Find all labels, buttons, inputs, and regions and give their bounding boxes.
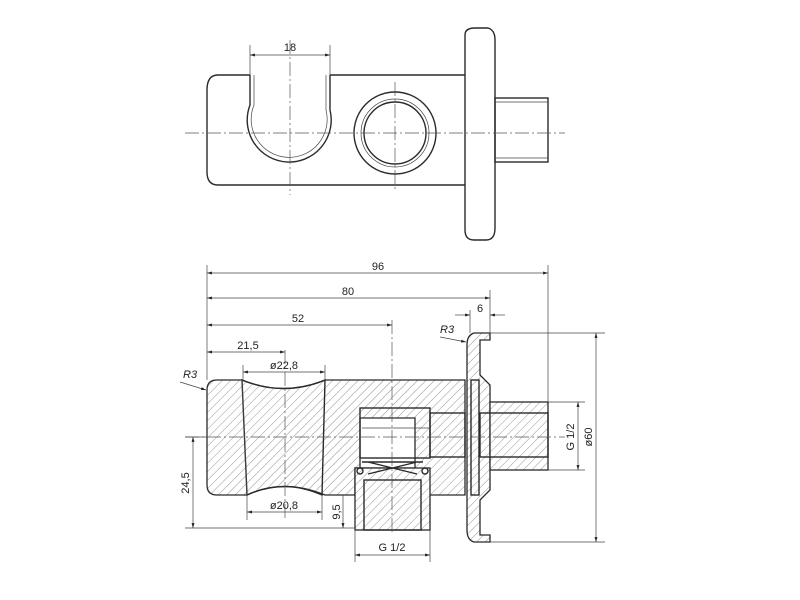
wall-plate	[464, 27, 496, 241]
dim-total-length: 96	[372, 261, 384, 273]
dim-to-holder-axis: 21,5	[237, 340, 258, 352]
dim-outlet-depth: 9,5	[331, 504, 343, 519]
radius-body: R3	[183, 369, 198, 381]
top-view: 18	[185, 27, 565, 241]
section-view: 96 80 6 R3 52 21,5 ø22,8 R3 24,5 ø20,8 9…	[179, 261, 605, 562]
dim-plate-thickness: 6	[477, 303, 483, 315]
outlet-nut	[354, 467, 431, 531]
thread-outlet: G 1/2	[379, 542, 406, 554]
dia-plate: ø60	[583, 428, 595, 447]
dim-to-outlet-axis: 52	[292, 313, 304, 325]
dim-axis-to-outlet-end: 24,5	[180, 472, 192, 493]
holder-slot	[246, 75, 332, 163]
dia-holder-top: ø22,8	[270, 360, 298, 372]
radius-plate: R3	[440, 324, 455, 336]
dia-holder-bottom: ø20,8	[270, 500, 298, 512]
thread-inlet: G 1/2	[565, 424, 577, 451]
inlet-pipe-section	[489, 401, 549, 471]
top-body-outline	[206, 74, 465, 186]
inlet-pipe	[494, 97, 549, 163]
dim-slot-width: 18	[284, 42, 296, 54]
dim-to-plate: 80	[342, 286, 354, 298]
